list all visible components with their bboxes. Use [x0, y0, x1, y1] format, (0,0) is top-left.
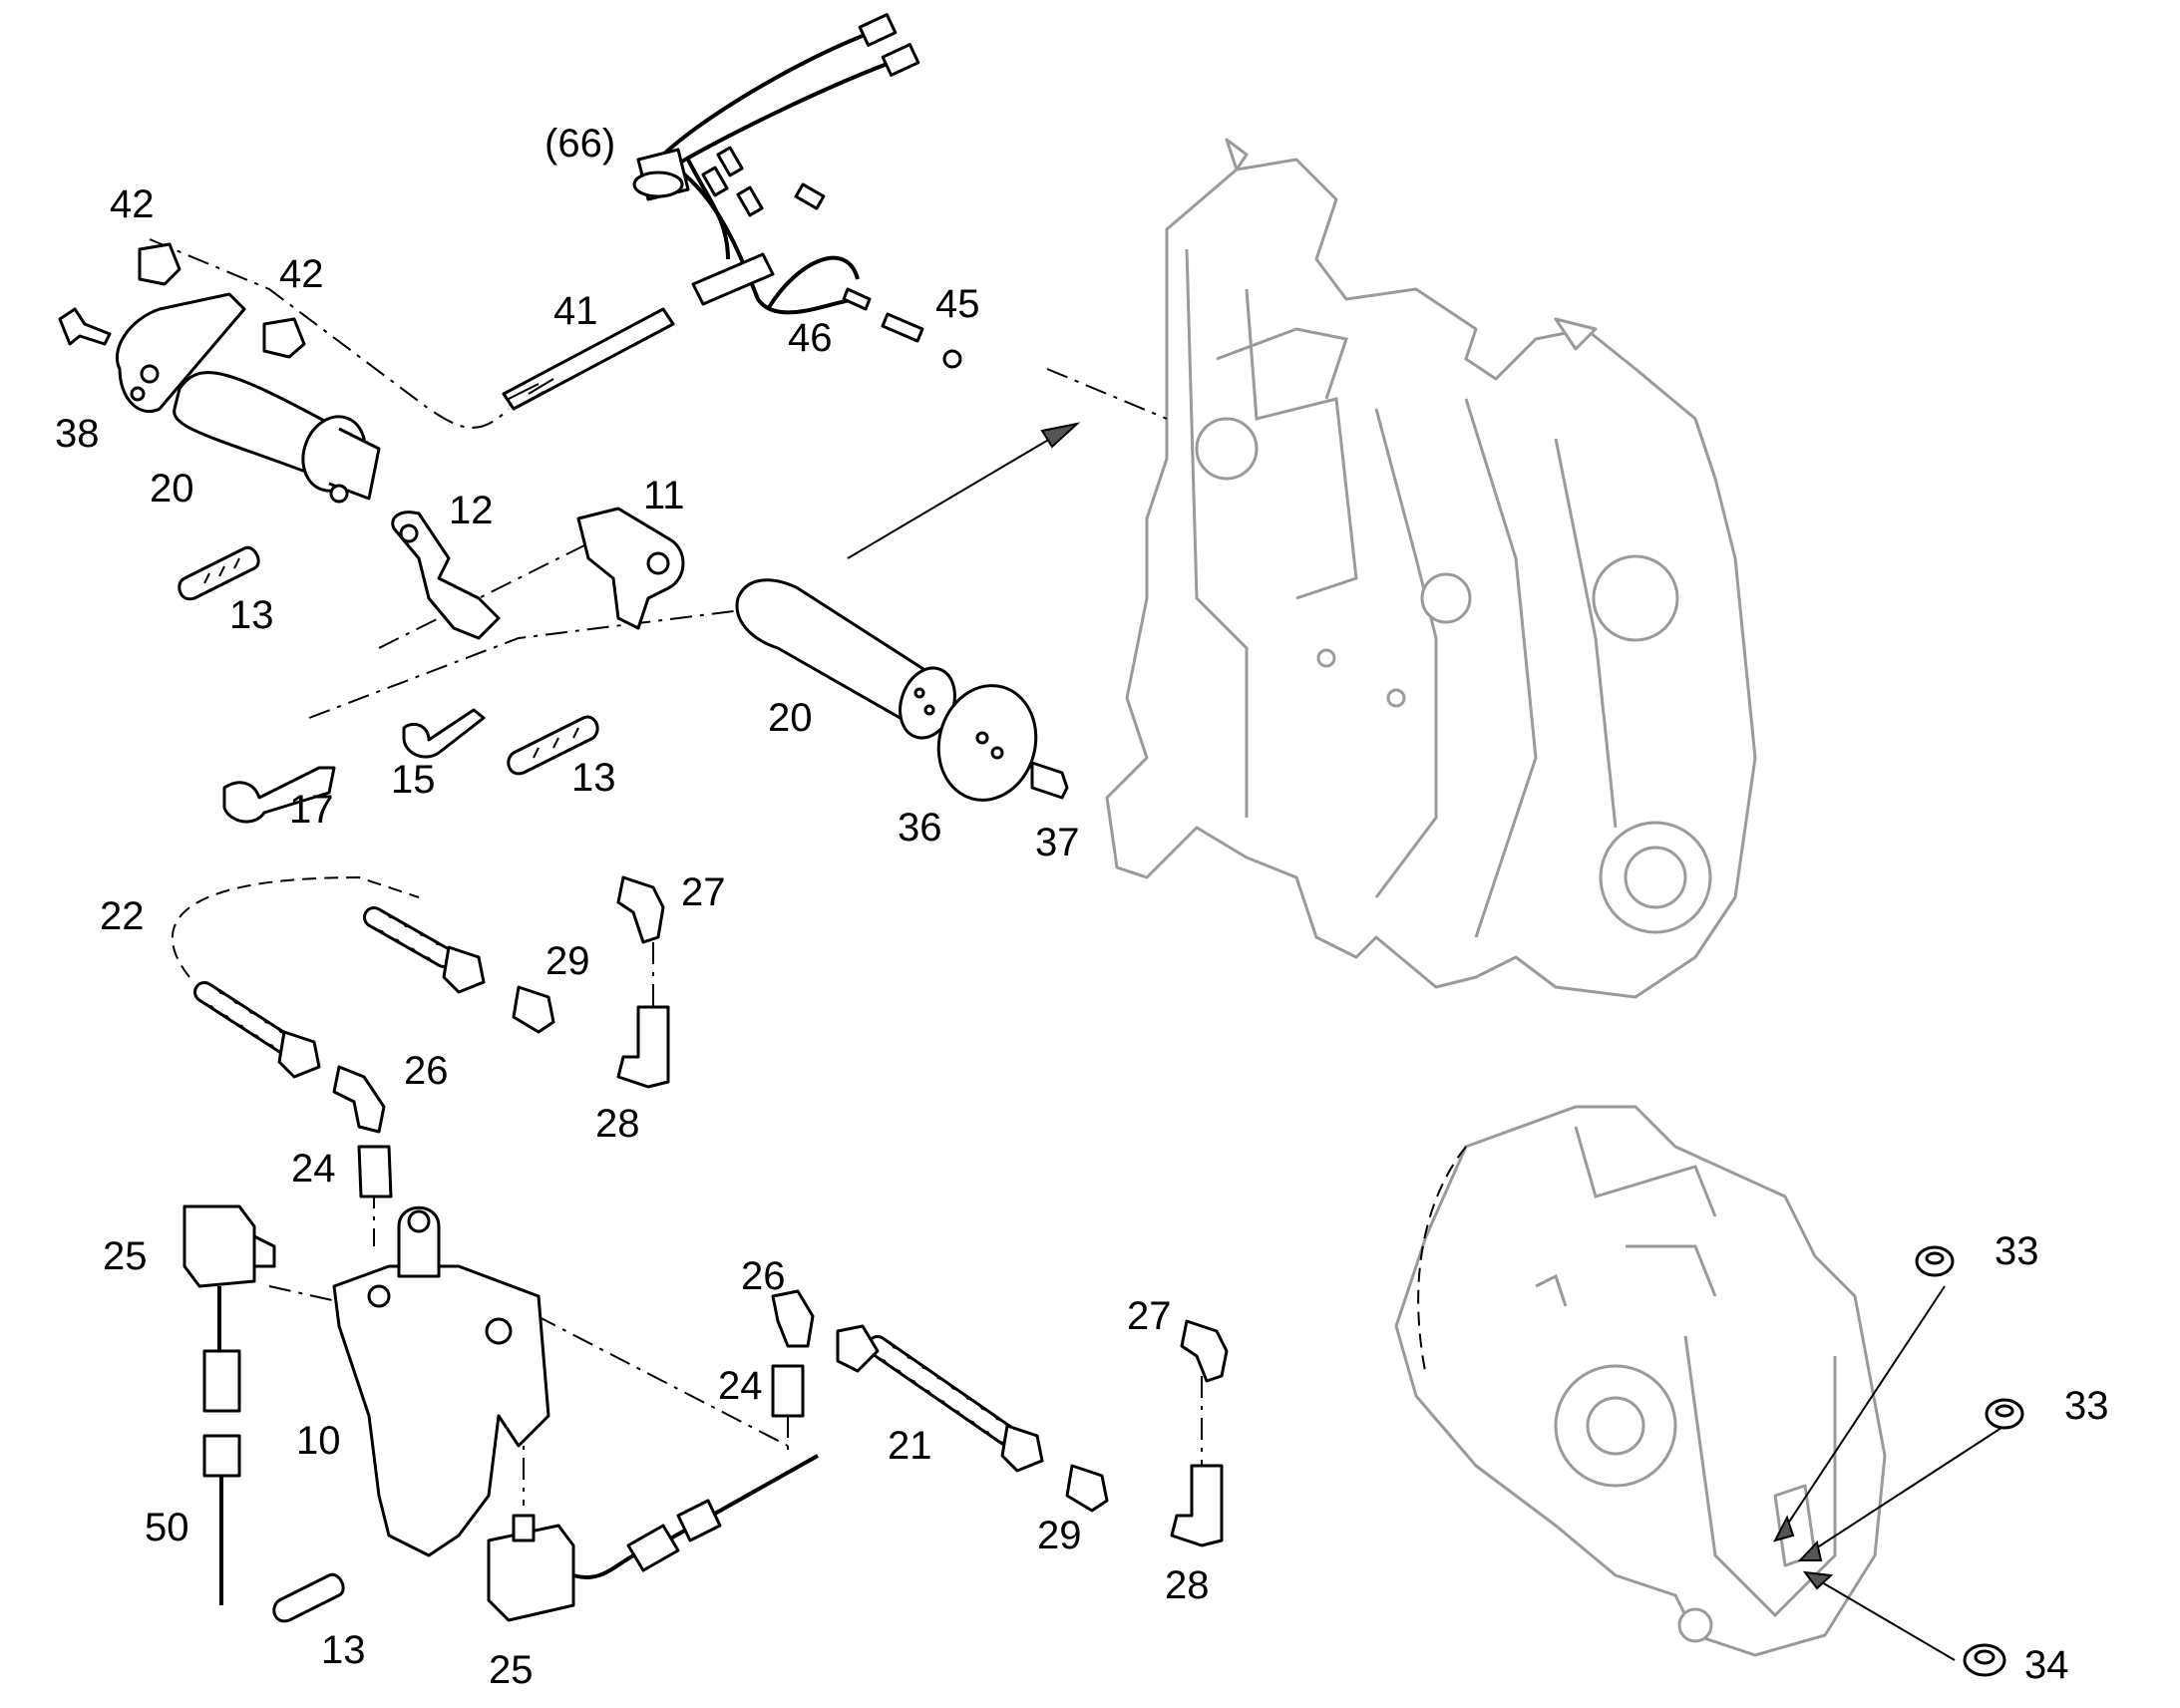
bolt-15 [402, 708, 486, 759]
bolt-38 [58, 307, 112, 346]
bolt-37 [1030, 761, 1069, 800]
callout-50: 50 [145, 1506, 189, 1549]
callout-41: 41 [553, 289, 598, 333]
leader-33b [1804, 1425, 2005, 1556]
connector-4 [701, 166, 729, 197]
callout-13c: 13 [321, 1628, 366, 1672]
callout-28a: 28 [595, 1102, 640, 1146]
callout-24a: 24 [291, 1147, 336, 1191]
callout-labels: (66) 42 42 41 45 46 38 20 12 11 13 20 17… [55, 122, 2109, 1692]
callout-11: 11 [643, 474, 685, 517]
sensor-50 [202, 1434, 241, 1478]
bracket-11 [576, 507, 685, 630]
callout-24b: 24 [718, 1364, 763, 1408]
connector-5 [736, 185, 764, 217]
callout-37: 37 [1035, 821, 1080, 864]
leader-34 [1809, 1574, 1956, 1661]
elbow-26b [771, 1289, 815, 1348]
callout-27b: 27 [1127, 1294, 1172, 1338]
pin-13b [507, 715, 599, 776]
sensor-46-tip [842, 287, 872, 311]
callout-26a: 26 [404, 1049, 449, 1093]
callout-20b: 20 [768, 696, 813, 740]
screw-45 [881, 312, 924, 343]
elbow-26a [332, 1065, 386, 1134]
leader-33a [1779, 1285, 1946, 1537]
callout-26b: 26 [741, 1254, 786, 1298]
callout-36: 36 [898, 806, 942, 850]
pin-axis-top [149, 238, 510, 429]
hose-22b-nut [442, 945, 486, 994]
callout-17: 17 [289, 788, 334, 832]
callout-27a: 27 [681, 870, 726, 914]
inset-parts [1915, 1245, 2024, 1677]
plug-25a [202, 1349, 241, 1413]
nut-42a [138, 242, 182, 286]
coupler-frame [1105, 138, 1757, 999]
connector-2 [881, 43, 920, 77]
callout-34: 34 [2024, 1643, 2069, 1687]
valve-block-10 [332, 1264, 550, 1557]
pin-13c [272, 1572, 345, 1623]
lever-12 [391, 511, 501, 640]
callout-42b: 42 [279, 252, 324, 296]
frame-axis [1046, 368, 1168, 420]
callout-29b: 29 [1037, 1514, 1082, 1557]
nipple-24b [771, 1364, 805, 1418]
connector-6 [794, 182, 826, 210]
inset-break [1417, 1146, 1467, 1377]
callout-46: 46 [788, 316, 833, 360]
callout-10: 10 [296, 1419, 341, 1463]
callout-42a: 42 [110, 182, 155, 226]
callout-29a: 29 [545, 939, 590, 983]
connector-1 [858, 13, 898, 47]
elbow-28a [616, 1005, 670, 1089]
elbow-28b [1170, 1464, 1224, 1547]
callout-33b: 33 [2064, 1384, 2109, 1428]
nipple-24a [357, 1145, 393, 1198]
cap-36 [936, 684, 1038, 802]
hose-21-nut-right [1000, 1424, 1044, 1473]
callout-28b: 28 [1165, 1563, 1210, 1607]
hose-22a-nut [277, 1030, 321, 1079]
pin-17 [222, 766, 336, 824]
washer-45 [942, 349, 962, 369]
pin-axis-mid [308, 607, 759, 719]
callout-33a: 33 [1995, 1229, 2039, 1273]
upper-parts [58, 242, 1069, 824]
callout-25a: 25 [103, 1234, 148, 1278]
insert-arrowhead [1040, 422, 1081, 449]
valve-axis [268, 1285, 360, 1307]
valve-axis-2 [498, 1295, 789, 1447]
insert-arrow [847, 428, 1068, 559]
elbow-27a [616, 875, 665, 944]
wiring-harness [632, 13, 920, 315]
sensor-46-body [691, 252, 775, 306]
callout-25b: 25 [489, 1648, 534, 1692]
adapter-29b [1065, 1464, 1109, 1513]
callout-45: 45 [935, 282, 980, 326]
callout-13a: 13 [229, 593, 274, 637]
callout-13b: 13 [571, 756, 616, 800]
callout-12: 12 [449, 489, 494, 532]
solenoid-25a [182, 1204, 256, 1288]
hose-path-22 [171, 875, 420, 978]
callout-15: 15 [391, 758, 436, 802]
adapter-29a [512, 985, 555, 1034]
hydraulics [182, 875, 1229, 1623]
callout-22: 22 [100, 894, 145, 938]
solenoid-25b [487, 1524, 575, 1622]
pin-13a [178, 545, 260, 601]
nut-42b [262, 317, 306, 359]
callout-66: (66) [545, 122, 615, 166]
hose-21-nut-left [836, 1324, 880, 1373]
callout-21: 21 [888, 1424, 932, 1468]
plug-25b [626, 1524, 680, 1572]
coupler-inset [1394, 1105, 1887, 1657]
elbow-27b [1180, 1319, 1229, 1383]
connector-3 [716, 146, 744, 177]
callout-38: 38 [55, 412, 100, 456]
callout-20a: 20 [150, 467, 194, 511]
